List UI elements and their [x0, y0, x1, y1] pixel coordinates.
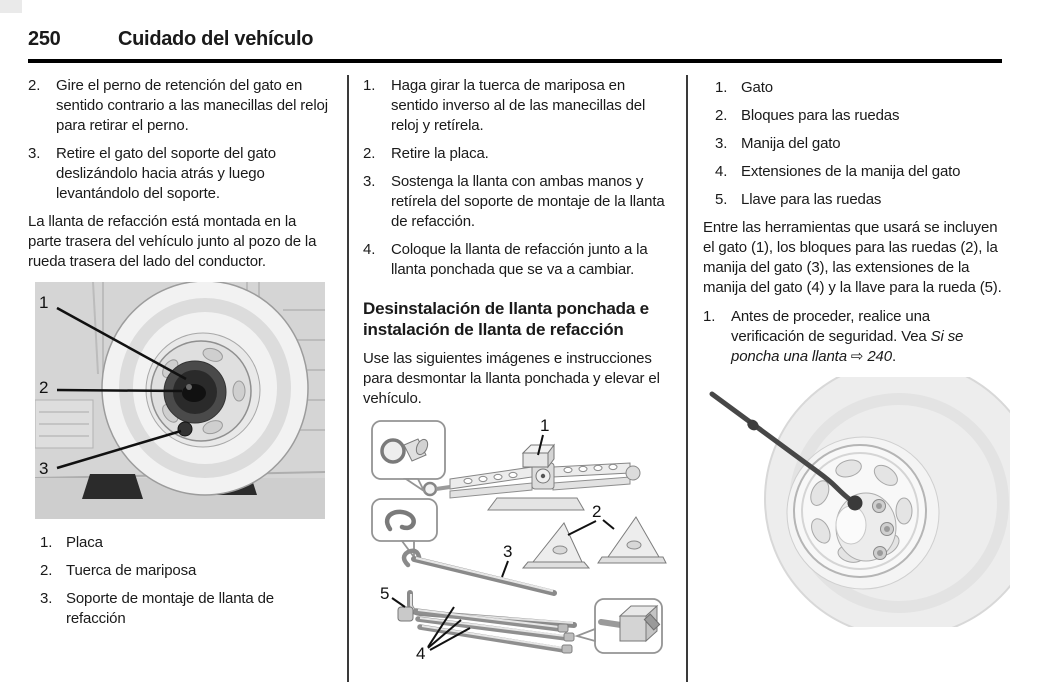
spare-tire-illustration — [35, 282, 325, 519]
figure-spare-tire-mounted: 1 2 3 — [35, 282, 325, 519]
step-text-plain: Antes de proceder, realice una verificac… — [731, 308, 931, 345]
figure-callout-label: 5 — [380, 584, 390, 603]
step-text: Antes de proceder, realice una verificac… — [731, 307, 1006, 367]
figure-callout-label: 2 — [592, 502, 602, 521]
figure-callout-label: 3 — [503, 542, 513, 561]
cross-reference-page: 240 — [867, 348, 892, 365]
legend-number: 3. — [715, 135, 728, 152]
figure-callout-label: 4 — [416, 644, 426, 663]
column-1: 2. Gire el perno de retención del gato e… — [28, 76, 331, 637]
figure-jack-tools: 1 2 3 4 5 — [368, 417, 668, 675]
legend-text: Llave para las ruedas — [741, 191, 882, 208]
paragraph: Entre las herramientas que usará se incl… — [703, 219, 1002, 296]
step-item: 4. Coloque la llanta de refacción junto … — [363, 240, 669, 280]
legend-text: Tuerca de mariposa — [66, 562, 197, 579]
legend-item: 5. Llave para las ruedas — [715, 190, 1006, 210]
section-heading: Desinstalación de llanta ponchada e inst… — [363, 299, 649, 339]
legend-number: 2. — [40, 562, 53, 579]
figure-callout-label: 3 — [39, 459, 49, 478]
legend-number: 5. — [715, 191, 728, 208]
step-text-period: . — [891, 348, 896, 365]
wheel-chocks — [521, 516, 667, 569]
header-rule — [28, 59, 1002, 63]
legend-item: 1. Placa — [40, 533, 331, 553]
extension-rods — [413, 608, 575, 654]
jack-handle-rod — [401, 548, 557, 596]
step-item: 2. Gire el perno de retención del gato e… — [28, 76, 331, 136]
figure-callout-label: 1 — [540, 416, 550, 435]
legend-number: 3. — [40, 590, 53, 607]
jack-tools-illustration — [368, 417, 668, 675]
step-text: Retire la placa. — [391, 145, 489, 162]
step-number: 2. — [363, 145, 376, 162]
legend-item: 4. Extensiones de la manija del gato — [715, 162, 1006, 182]
legend-number: 1. — [40, 534, 53, 551]
step-item: 1. Haga girar la tuerca de mariposa en s… — [363, 76, 669, 136]
legend-text: Manija del gato — [741, 135, 841, 152]
legend-item: 3. Manija del gato — [715, 134, 1006, 154]
step-text: Gire el perno de retención del gato en s… — [56, 77, 328, 134]
step-text: Retire el gato del soporte del gato desl… — [56, 145, 276, 202]
step-number: 2. — [28, 77, 41, 94]
legend-text: Placa — [66, 534, 103, 551]
step-item: 3. Retire el gato del soporte del gato d… — [28, 144, 331, 204]
page-number: 250 — [28, 28, 61, 50]
step-text: Sostenga la llanta con ambas manos y ret… — [391, 173, 665, 230]
scan-corner-artifact — [0, 0, 22, 13]
step-item: 1. Antes de proceder, realice una verifi… — [703, 307, 1006, 367]
step-number: 1. — [703, 308, 716, 325]
paragraph: Use las siguientes imágenes e instruccio… — [363, 350, 660, 407]
column-2: 1. Haga girar la tuerca de mariposa en s… — [363, 76, 669, 675]
step-item: 2. Retire la placa. — [363, 144, 669, 164]
legend-number: 4. — [715, 163, 728, 180]
legend-item: 2. Bloques para las ruedas — [715, 106, 1006, 126]
column-3: 1. Gato 2. Bloques para las ruedas 3. Ma… — [703, 76, 1010, 627]
legend-number: 1. — [715, 79, 728, 96]
step-item: 3. Sostenga la llanta con ambas manos y … — [363, 172, 669, 232]
step-text: Haga girar la tuerca de mariposa en sent… — [391, 77, 646, 134]
legend-text: Extensiones de la manija del gato — [741, 163, 961, 180]
legend-item: 3. Soporte de montaje de llanta de refac… — [40, 589, 331, 629]
tools-legend: 1. Gato 2. Bloques para las ruedas 3. Ma… — [703, 78, 1006, 210]
legend-text: Soporte de montaje de llanta de refacció… — [66, 590, 275, 627]
figure-legend: 1. Placa 2. Tuerca de mariposa 3. Soport… — [28, 533, 331, 629]
legend-item: 1. Gato — [715, 78, 1006, 98]
page-ref-arrow-icon: ⇨ — [846, 348, 868, 365]
socket-end-inset — [574, 598, 663, 654]
legend-item: 2. Tuerca de mariposa — [40, 561, 331, 581]
cross-reference-title: Si se poncha una llanta — [731, 328, 964, 365]
step-number: 3. — [363, 173, 376, 190]
figure-wheel-jack-handle — [703, 377, 1010, 627]
wheel-jack-handle-illustration — [703, 377, 1010, 627]
page-title: Cuidado del vehículo — [118, 28, 314, 50]
column-divider-2 — [686, 75, 688, 682]
step-number: 4. — [363, 241, 376, 258]
jack-handle — [709, 391, 863, 511]
legend-text: Gato — [741, 79, 773, 96]
figure-callout-label: 1 — [39, 293, 49, 312]
column-divider-1 — [347, 75, 349, 682]
step-text: Coloque la llanta de refacción junto a l… — [391, 241, 648, 278]
legend-text: Bloques para las ruedas — [741, 107, 900, 124]
eye-bolt-inset — [371, 420, 446, 494]
legend-number: 2. — [715, 107, 728, 124]
paragraph: La llanta de refacción está montada en l… — [28, 213, 317, 270]
step-number: 1. — [363, 77, 376, 94]
step-number: 3. — [28, 145, 41, 162]
figure-callout-label: 2 — [39, 378, 49, 397]
